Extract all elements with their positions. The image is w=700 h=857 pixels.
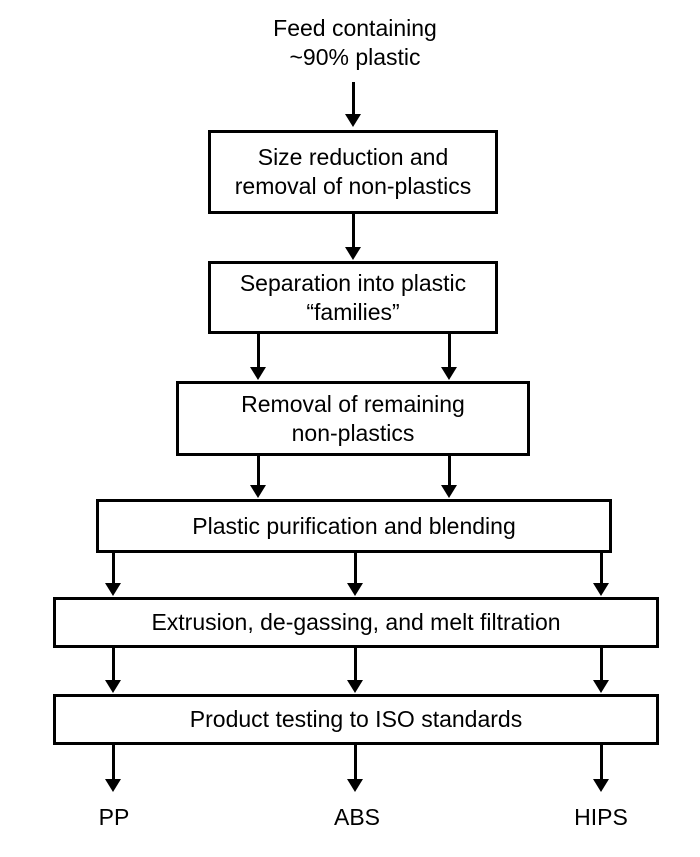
arrowhead-icon — [105, 583, 121, 596]
arrow-shaft — [256, 456, 260, 485]
process-box-purification-blending: Plastic purification and blending — [96, 499, 612, 553]
output-label-hips: HIPS — [574, 804, 628, 830]
process-box-line: Removal of remaining — [241, 390, 465, 417]
arrowhead-icon — [441, 485, 457, 498]
process-box-line: Plastic purification and blending — [192, 512, 516, 539]
arrow-separation-to-removal-right — [441, 334, 457, 380]
arrow-testing-to-abs — [347, 745, 363, 792]
arrow-extrusion-to-testing-left — [105, 648, 121, 693]
arrowhead-icon — [347, 779, 363, 792]
feed-label-line2: ~90% plastic — [289, 44, 421, 70]
arrow-shaft — [111, 648, 115, 680]
process-box-line: Extrusion, de-gassing, and melt filtrati… — [151, 609, 561, 635]
process-box-separation-families: Separation into plastic “families” — [208, 261, 498, 334]
arrow-shaft — [353, 648, 357, 680]
arrowhead-icon — [345, 247, 361, 260]
output-label-abs: ABS — [333, 804, 381, 830]
arrow-shaft — [256, 334, 260, 367]
arrow-purification-to-extrusion-left — [105, 553, 121, 596]
arrowhead-icon — [593, 583, 609, 596]
arrow-size-reduction-to-separation — [345, 214, 361, 260]
arrow-purification-to-extrusion-center — [347, 553, 363, 596]
arrow-shaft — [111, 745, 115, 779]
arrow-separation-to-removal-left — [250, 334, 266, 380]
arrowhead-icon — [345, 114, 361, 127]
feed-label: Feed containing ~90% plastic — [273, 14, 437, 72]
output-label-pp: PP — [98, 804, 130, 830]
arrowhead-icon — [105, 779, 121, 792]
arrow-purification-to-extrusion-right — [593, 553, 609, 596]
arrow-shaft — [353, 745, 357, 779]
arrow-testing-to-pp — [105, 745, 121, 792]
feed-label-line1: Feed containing — [273, 15, 437, 41]
arrow-extrusion-to-testing-right — [593, 648, 609, 693]
arrow-shaft — [351, 214, 355, 247]
process-box-line: Size reduction and — [257, 144, 449, 170]
process-box-size-reduction: Size reduction and removal of non-plasti… — [208, 130, 498, 214]
arrow-removal-to-purification-left — [250, 456, 266, 498]
arrowhead-icon — [593, 680, 609, 693]
arrow-feed-to-size-reduction — [345, 82, 361, 127]
arrow-shaft — [599, 553, 603, 583]
arrow-extrusion-to-testing-center — [347, 648, 363, 693]
process-box-line: “families” — [306, 298, 400, 325]
arrow-shaft — [447, 334, 451, 367]
arrow-shaft — [111, 553, 115, 583]
arrow-testing-to-hips — [593, 745, 609, 792]
process-box-line: non-plastics — [291, 419, 415, 446]
arrowhead-icon — [593, 779, 609, 792]
arrow-shaft — [353, 553, 357, 583]
arrow-removal-to-purification-right — [441, 456, 457, 498]
arrow-shaft — [447, 456, 451, 485]
arrow-shaft — [599, 648, 603, 680]
process-box-line: removal of non-plastics — [234, 173, 472, 199]
arrowhead-icon — [250, 367, 266, 380]
arrowhead-icon — [250, 485, 266, 498]
arrow-shaft — [351, 82, 355, 114]
process-box-extrusion-degassing: Extrusion, de-gassing, and melt filtrati… — [53, 597, 659, 648]
arrowhead-icon — [105, 680, 121, 693]
arrowhead-icon — [347, 680, 363, 693]
arrow-shaft — [599, 745, 603, 779]
process-box-removal-non-plastics: Removal of remaining non-plastics — [176, 381, 530, 456]
arrowhead-icon — [347, 583, 363, 596]
process-box-line: Product testing to ISO standards — [189, 706, 523, 732]
process-box-line: Separation into plastic — [239, 269, 467, 296]
process-box-product-testing: Product testing to ISO standards — [53, 694, 659, 745]
arrowhead-icon — [441, 367, 457, 380]
